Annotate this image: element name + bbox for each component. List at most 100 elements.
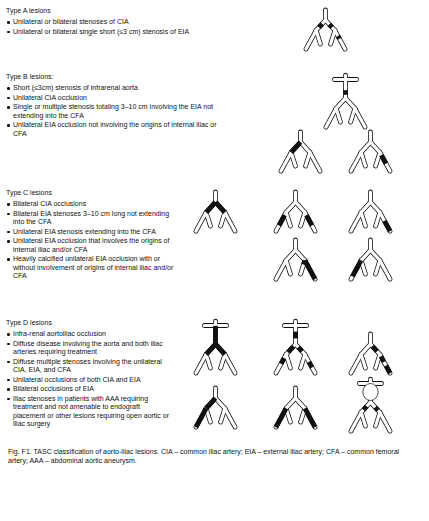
bullet-dot: [7, 87, 10, 90]
bullet-item: Heavily calcified unilateral EIA occlusi…: [6, 255, 181, 281]
aorto-iliac-tree: [281, 132, 320, 171]
bullet-dot: [7, 343, 10, 346]
lesion-mark: [281, 358, 284, 364]
lesion-description: Bilateral EIA stenoses 3–10 cm long not …: [13, 210, 169, 226]
figure-caption: Fig. F1. TASC classification of aorto-il…: [8, 447, 413, 465]
aorto-iliac-tree: [351, 240, 390, 279]
lesion-group: Type A lesionsUnilateral or bilateral st…: [6, 6, 256, 37]
aorto-iliac-tree: [351, 334, 390, 373]
bullet-dot: [7, 203, 10, 206]
lesion-description: Short (≤3cm) stenosis of infrarenal aort…: [13, 84, 138, 91]
lesion-description: Unilateral or bilateral single short (≤3…: [13, 28, 189, 35]
aorto-iliac-tree: [196, 192, 235, 231]
bullet-dot: [7, 21, 10, 24]
lesion-mark: [381, 155, 386, 163]
lesion-mark: [291, 142, 300, 152]
bullet-item: Diffuse disease involving the aorta and …: [6, 340, 171, 357]
lesion-mark: [343, 90, 348, 95]
lesion-mark: [196, 408, 206, 427]
aorto-iliac-tree: [276, 240, 315, 279]
bullet-item: Unilateral CIA occlusion: [6, 94, 221, 103]
type-heading: Type D lesions: [6, 318, 171, 327]
lesion-description: Unilateral CIA occlusion: [13, 94, 87, 101]
bullet-item: Single or multiple stenosis totaling 3–1…: [6, 103, 221, 120]
lesion-group: Type C lesionsBilateral CIA occlusionsBi…: [6, 188, 181, 282]
aorto-iliac-tree: [196, 388, 235, 427]
lesion-mark: [216, 344, 225, 354]
bullet-item: Unilateral EIA occlusion that involves t…: [6, 237, 181, 254]
bullet-dot: [7, 398, 10, 401]
lesion-description: Unilateral EIA stenosis extending into t…: [13, 228, 156, 235]
lesion-mark: [352, 260, 361, 276]
lesion-description: Bilateral occlusions of EIA: [13, 385, 94, 392]
bullet-item: Diffuse multiple stenoses involving the …: [6, 358, 171, 375]
type-heading: Type A lesions: [6, 6, 256, 15]
lesion-mark: [279, 215, 285, 225]
lesion-mark: [206, 398, 215, 408]
lesion-mark: [372, 346, 377, 351]
lesion-description: Unilateral or bilateral stenoses of CIA: [13, 18, 129, 25]
bullet-dot: [7, 231, 10, 234]
lesion-mark: [305, 408, 315, 427]
lesion-mark: [306, 215, 312, 225]
bullet-item: Bilateral CIA occlusions: [6, 200, 181, 209]
bullet-dot: [7, 97, 10, 100]
lesion-mark: [293, 332, 298, 339]
lesion-mark: [329, 24, 332, 27]
lesion-description: Single or multiple stenosis totaling 3–1…: [13, 103, 213, 119]
lesion-mark: [213, 326, 218, 344]
type-heading: Type C lesions: [6, 188, 181, 197]
lesion-mark: [386, 366, 390, 373]
bullet-item: Unilateral EIA stenosis extending into t…: [6, 228, 181, 237]
bullet-dot: [7, 361, 10, 364]
bullet-item: Infra-renal aortoiliac occlusion: [6, 330, 171, 339]
bullet-item: Iliac stenoses in patients with AAA requ…: [6, 395, 171, 429]
lesion-mark: [276, 408, 286, 427]
lesion-mark: [384, 221, 390, 231]
lesion-description: Iliac stenoses in patients with AAA requ…: [13, 395, 169, 428]
aorto-iliac-tree: [351, 192, 390, 231]
lesion-mark: [216, 202, 225, 212]
bullet-dot: [7, 213, 10, 216]
aorto-iliac-tree: [196, 321, 235, 373]
lesion-mark: [381, 356, 384, 362]
bullet-item: Unilateral or bilateral stenoses of CIA: [6, 18, 256, 27]
bullet-item: Unilateral EIA occlusion not involving t…: [6, 121, 221, 138]
bullet-item: Bilateral EIA stenoses 3–10 cm long not …: [6, 210, 181, 227]
lesion-mark: [363, 406, 366, 410]
aorto-iliac-tree: [276, 192, 315, 231]
aorto-iliac-tree: [306, 10, 345, 49]
lesion-description: Diffuse disease involving the aorta and …: [13, 340, 163, 356]
lesion-mark: [298, 347, 302, 351]
lesion-group: Type B lesions: Short (≤3cm) stenosis of …: [6, 72, 221, 139]
aorto-iliac-tree: [276, 321, 315, 373]
bullet-item: Unilateral occlusions of both CIA and EI…: [6, 376, 171, 385]
type-heading: Type B lesions:: [6, 72, 221, 81]
lesion-mark: [288, 346, 294, 352]
lesion-description: Infra-renal aortoiliac occlusion: [13, 330, 106, 337]
bullet-dot: [7, 379, 10, 382]
bullet-dot: [7, 106, 10, 109]
lesion-description: Unilateral EIA occlusion that involves t…: [13, 237, 169, 253]
lesion-mark: [304, 260, 305, 264]
lesion-mark: [338, 36, 340, 39]
lesion-mark: [375, 407, 378, 410]
lesion-description: Diffuse multiple stenoses involving the …: [13, 358, 162, 374]
lesion-group: Type D lesionsInfra-renal aortoiliac occ…: [6, 318, 171, 430]
lesion-description: Bilateral CIA occlusions: [13, 200, 86, 207]
bullet-dot: [7, 333, 10, 336]
lesion-description: Unilateral occlusions of both CIA and EI…: [13, 376, 141, 383]
lesion-description: Heavily calcified unilateral EIA occlusi…: [13, 255, 173, 279]
aorto-iliac-tree: [276, 388, 315, 427]
lesion-description: Unilateral EIA occlusion not involving t…: [13, 121, 217, 137]
aorto-iliac-tree: [351, 132, 390, 171]
bullet-item: Bilateral occlusions of EIA: [6, 385, 171, 394]
aorto-iliac-tree: [351, 379, 390, 431]
bullet-dot: [7, 258, 10, 261]
bullet-dot: [7, 31, 10, 34]
bullet-item: Unilateral or bilateral single short (≤3…: [6, 28, 256, 37]
bullet-dot: [7, 240, 10, 243]
bullet-dot: [7, 124, 10, 127]
lesion-mark: [319, 24, 322, 28]
aorto-iliac-tree: [326, 75, 365, 127]
